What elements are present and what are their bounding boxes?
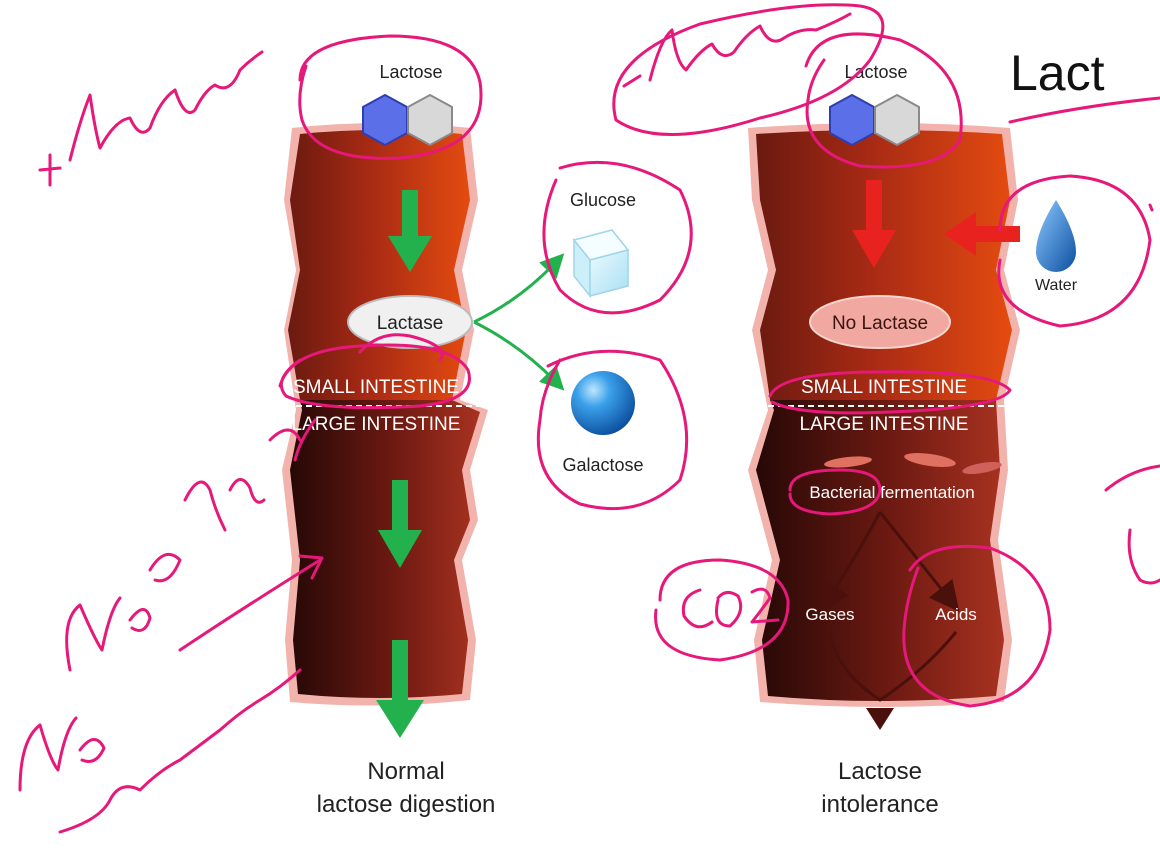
- right-lactose-label: Lactose: [844, 62, 907, 82]
- galactose-sphere-icon: [571, 371, 635, 435]
- right-caption-line2: intolerance: [821, 791, 938, 818]
- right-large-intestine-label: LARGE INTESTINE: [800, 414, 969, 435]
- water-drop-icon: [1036, 200, 1076, 272]
- right-no-lactase: No Lactase: [810, 296, 950, 348]
- annotation-co2-text: [683, 589, 778, 627]
- glucose-cube-icon: [574, 230, 628, 296]
- annotation-no-galactose: [20, 670, 300, 832]
- arrow-to-glucose-icon: [474, 262, 556, 322]
- left-large-intestine-label: LARGE INTESTINE: [292, 414, 461, 435]
- right-small-intestine-label: SMALL INTESTINE: [801, 377, 967, 398]
- water-label: Water: [1035, 277, 1078, 294]
- acids-label: Acids: [935, 605, 977, 624]
- left-small-intestine-label: SMALL INTESTINE: [293, 377, 459, 398]
- annotation-no-glucose: [67, 420, 315, 670]
- annotation-right-edge-scrawl: [1106, 466, 1160, 583]
- slide-title: Lact: [1010, 45, 1105, 101]
- left-caption-line2: lactose digestion: [317, 791, 496, 818]
- annotation-title-underline: [1010, 98, 1160, 122]
- right-caption-line1: Lactose: [838, 758, 922, 785]
- right-bottom-arrowhead-icon: [866, 708, 894, 730]
- no-lactase-label: No Lactase: [832, 313, 928, 334]
- bacterial-fermentation-label: Bacterial fermentation: [809, 483, 974, 502]
- gases-label: Gases: [805, 605, 854, 624]
- galactose-label: Galactose: [562, 455, 643, 475]
- annotation-plus-lactose: [40, 52, 262, 185]
- glucose-label: Glucose: [570, 190, 636, 210]
- left-caption-line1: Normal: [367, 758, 444, 785]
- left-lactase-enzyme: Lactase: [348, 296, 472, 348]
- arrow-to-galactose-icon: [474, 322, 556, 382]
- left-lactose-label: Lactose: [379, 62, 442, 82]
- left-lactase-label: Lactase: [377, 313, 444, 334]
